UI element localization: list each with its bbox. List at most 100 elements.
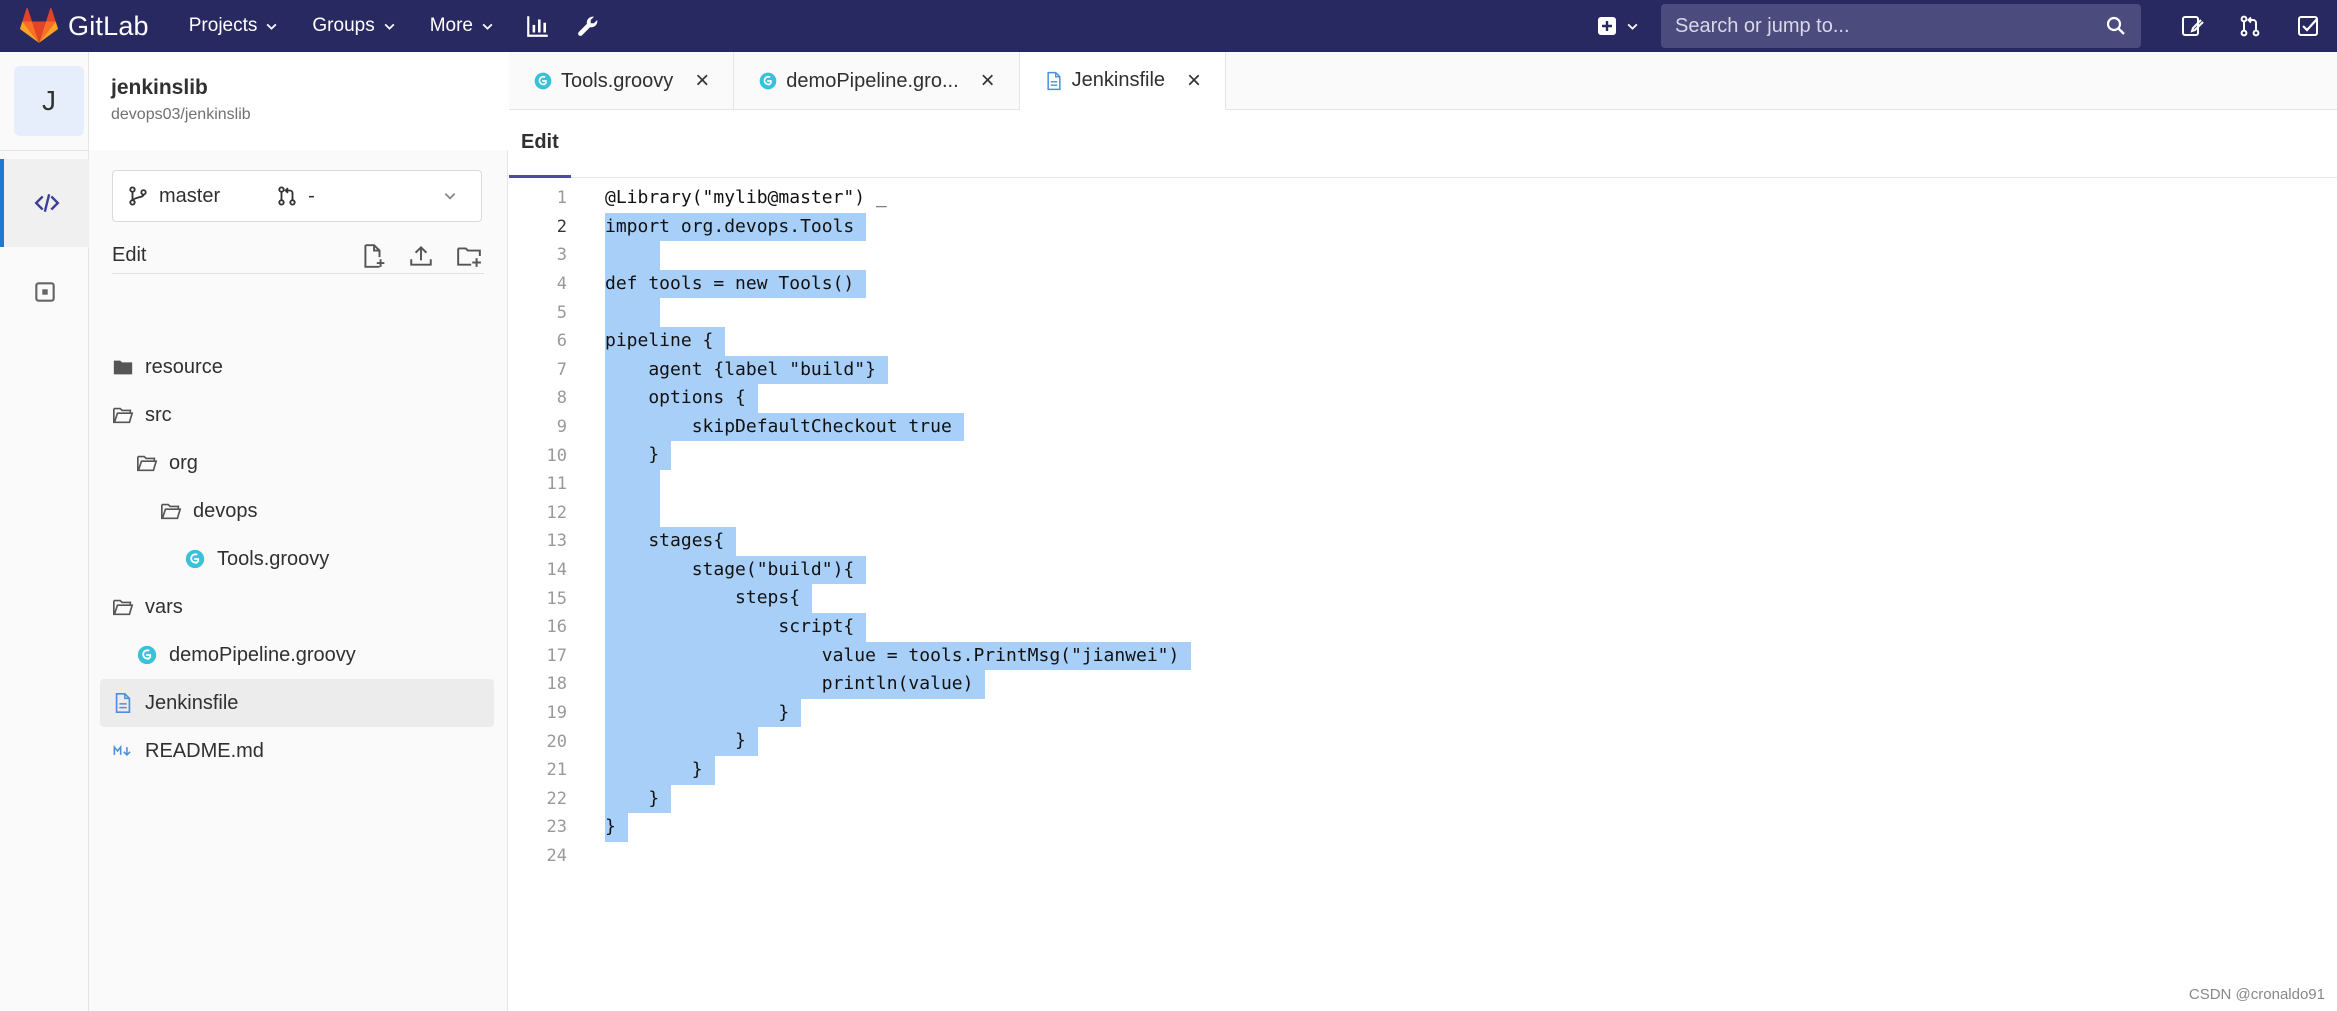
- new-item-dropdown[interactable]: [1596, 15, 1639, 37]
- merge-requests-button[interactable]: [2221, 0, 2279, 52]
- todo-check-icon: [2298, 16, 2318, 36]
- activity-chart-button[interactable]: [516, 0, 560, 52]
- tab-label: Jenkinsfile: [1071, 69, 1166, 91]
- merge-request-value: -: [308, 184, 315, 207]
- tree-item-src[interactable]: src: [112, 391, 172, 439]
- tree-item-label: org: [169, 451, 198, 474]
- project-name[interactable]: jenkinslib: [111, 76, 208, 99]
- chevron-down-icon: [1627, 23, 1638, 30]
- editor-mode-tabs: Edit: [509, 110, 2337, 178]
- upload-icon[interactable]: [408, 243, 434, 269]
- code-line: 13 stages{: [509, 527, 737, 556]
- close-icon[interactable]: ×: [980, 67, 995, 94]
- line-text: skipDefaultCheckout true: [605, 412, 964, 442]
- merge-request-selector[interactable]: -: [276, 185, 315, 208]
- more-menu-label: More: [429, 15, 473, 36]
- tree-item-label: README.md: [145, 739, 264, 762]
- issues-button[interactable]: [2163, 0, 2221, 52]
- tree-item-label: Jenkinsfile: [145, 691, 239, 714]
- line-number: 9: [556, 417, 567, 438]
- tree-item-tools-groovy[interactable]: Tools.groovy: [184, 535, 329, 583]
- line-number: 11: [546, 474, 567, 495]
- gitlab-tanuki-icon: [20, 8, 58, 43]
- plus-square-icon: [1598, 17, 1616, 35]
- new-file-icon[interactable]: [360, 243, 386, 269]
- code-line: 19 }: [509, 698, 802, 728]
- wrench-icon: [578, 16, 598, 36]
- tree-item-readme-md[interactable]: README.md: [112, 727, 264, 775]
- line-text: @Library("mylib@master") _: [605, 187, 887, 208]
- line-number: 12: [546, 502, 567, 523]
- line-number: 20: [546, 731, 567, 752]
- line-text: stages{: [605, 527, 737, 556]
- tree-item-label: demoPipeline.groovy: [169, 643, 356, 666]
- line-number: 5: [556, 302, 567, 323]
- merge-request-icon: [278, 186, 296, 206]
- tab-demopipeline-gro-[interactable]: demoPipeline.gro... ×: [734, 52, 1020, 110]
- line-number: 23: [546, 817, 567, 838]
- tab-tools-groovy[interactable]: Tools.groovy ×: [509, 52, 735, 110]
- line-text: steps{: [605, 584, 813, 613]
- folder-open-icon: [113, 407, 134, 424]
- line-number: 19: [546, 703, 567, 724]
- branch-name: master: [159, 184, 221, 207]
- line-number: 7: [556, 359, 567, 380]
- projects-menu[interactable]: Projects: [189, 0, 279, 52]
- line-number: 3: [556, 245, 567, 266]
- tree-item-demopipeline-groovy[interactable]: demoPipeline.groovy: [136, 631, 356, 679]
- chevron-down-icon: [444, 193, 456, 200]
- tree-item-devops[interactable]: devops: [160, 487, 258, 535]
- more-menu[interactable]: More: [430, 0, 494, 52]
- bar-chart-icon: [527, 16, 548, 37]
- code-line: 3: [509, 241, 661, 270]
- tree-item-org[interactable]: org: [136, 439, 198, 487]
- line-text: [605, 298, 661, 327]
- line-number: 4: [556, 274, 567, 295]
- code-line: 7 agent {label "build"}: [509, 355, 888, 385]
- project-header: jenkinslib devops03/jenkinslib: [111, 76, 251, 124]
- line-number: 24: [546, 846, 567, 867]
- line-number: 8: [556, 388, 567, 409]
- groovy-icon: [534, 72, 552, 90]
- file-tree-edit-label: Edit: [112, 244, 147, 266]
- tab-edit[interactable]: Edit: [509, 110, 571, 178]
- new-folder-icon[interactable]: [456, 243, 482, 269]
- tab-label: demoPipeline.gro...: [786, 69, 959, 92]
- folder-open-icon: [113, 599, 134, 616]
- line-text: pipeline {: [605, 327, 726, 356]
- commit-mode-button[interactable]: [0, 248, 89, 336]
- edit-mode-button[interactable]: [0, 159, 89, 247]
- search-input[interactable]: [1675, 14, 2105, 38]
- editor-area: Tools.groovy×demoPipeline.gro...×Jenkins…: [509, 52, 2337, 1011]
- line-text: }: [605, 784, 672, 814]
- line-text: def tools = new Tools(): [605, 269, 867, 299]
- tree-item-resource[interactable]: resource: [112, 343, 223, 391]
- line-number: 22: [546, 788, 567, 809]
- tab-jenkinsfile[interactable]: Jenkinsfile ×: [1019, 52, 1227, 110]
- tree-item-jenkinsfile[interactable]: Jenkinsfile: [100, 679, 494, 727]
- tab-label: Tools.groovy: [561, 69, 674, 92]
- todos-button[interactable]: [2279, 0, 2337, 52]
- groups-menu[interactable]: Groups: [312, 0, 395, 52]
- file-tabs: Tools.groovy×demoPipeline.gro...×Jenkins…: [509, 52, 2337, 110]
- tree-item-label: resource: [145, 355, 223, 378]
- code-line: 12: [509, 498, 661, 528]
- line-text: [605, 241, 661, 270]
- tree-item-vars[interactable]: vars: [112, 583, 183, 631]
- folder-open-icon: [137, 455, 158, 472]
- line-text: [605, 498, 661, 528]
- branch-selector[interactable]: master -: [112, 170, 482, 222]
- tree-item-label: Tools.groovy: [217, 547, 330, 570]
- admin-area-button[interactable]: [566, 0, 610, 52]
- project-avatar[interactable]: J: [14, 66, 84, 136]
- gitlab-logo[interactable]: GitLab: [20, 0, 149, 52]
- close-icon[interactable]: ×: [1187, 66, 1202, 94]
- code-line: 16 script{: [509, 613, 867, 642]
- line-number: 10: [546, 445, 567, 466]
- line-text: stage("build"){: [605, 555, 867, 585]
- groups-menu-label: Groups: [312, 15, 375, 36]
- close-icon[interactable]: ×: [695, 67, 710, 94]
- search-box[interactable]: [1661, 4, 2141, 48]
